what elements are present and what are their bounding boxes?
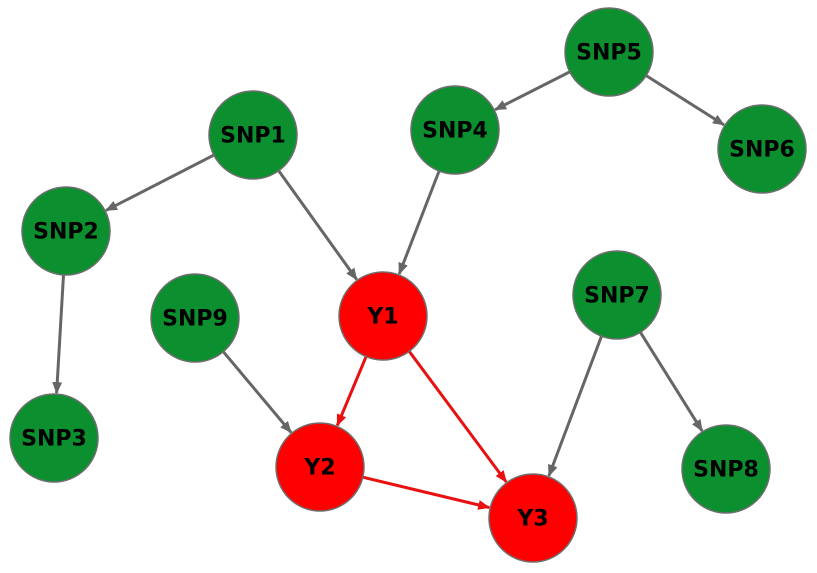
node-snp5: SNP5 xyxy=(564,7,654,97)
edge-snp5-to-snp6 xyxy=(645,74,725,127)
edge-snp1-to-snp2 xyxy=(105,153,215,212)
edge-snp7-to-y3 xyxy=(547,335,603,477)
node-label: SNP1 xyxy=(220,124,286,149)
node-circle xyxy=(150,273,240,363)
node-label: SNP8 xyxy=(693,458,759,483)
node-y2: Y2 xyxy=(275,422,365,512)
node-snp4: SNP4 xyxy=(410,85,500,175)
node-circle xyxy=(9,393,99,483)
node-circle xyxy=(572,250,662,340)
edge-snp7-to-snp8 xyxy=(639,331,704,432)
node-snp9: SNP9 xyxy=(150,273,240,363)
node-label: Y3 xyxy=(516,507,548,532)
node-circle xyxy=(208,90,298,180)
node-label: SNP3 xyxy=(21,427,87,452)
edge-snp9-to-y2 xyxy=(222,350,293,434)
edge-y1-to-y3 xyxy=(407,350,508,483)
node-y1: Y1 xyxy=(338,271,428,361)
node-label: Y2 xyxy=(303,456,335,481)
node-label: SNP2 xyxy=(33,220,99,245)
edge-snp4-to-y1 xyxy=(397,170,441,275)
node-circle xyxy=(338,271,428,361)
node-snp2: SNP2 xyxy=(21,186,111,276)
node-circle xyxy=(488,473,578,563)
edge-y1-to-y2 xyxy=(335,356,368,427)
node-label: Y1 xyxy=(366,305,398,330)
node-snp6: SNP6 xyxy=(717,104,807,194)
node-snp3: SNP3 xyxy=(9,393,99,483)
edge-snp2-to-snp3 xyxy=(52,274,65,395)
node-label: SNP4 xyxy=(422,119,488,144)
edge-y2-to-y3 xyxy=(362,475,491,510)
edge-snp1-to-y1 xyxy=(277,169,358,281)
node-snp7: SNP7 xyxy=(572,250,662,340)
node-circle xyxy=(275,422,365,512)
node-snp1: SNP1 xyxy=(208,90,298,180)
node-label: SNP7 xyxy=(584,284,650,309)
node-label: SNP5 xyxy=(576,41,642,66)
node-label: SNP9 xyxy=(162,307,228,332)
node-circle xyxy=(410,85,500,175)
node-circle xyxy=(21,186,111,276)
edge-snp5-to-snp4 xyxy=(494,70,571,112)
node-snp8: SNP8 xyxy=(681,424,771,514)
edges xyxy=(52,70,725,510)
node-y3: Y3 xyxy=(488,473,578,563)
node-circle xyxy=(564,7,654,97)
node-label: SNP6 xyxy=(729,138,795,163)
node-circle xyxy=(681,424,771,514)
node-circle xyxy=(717,104,807,194)
